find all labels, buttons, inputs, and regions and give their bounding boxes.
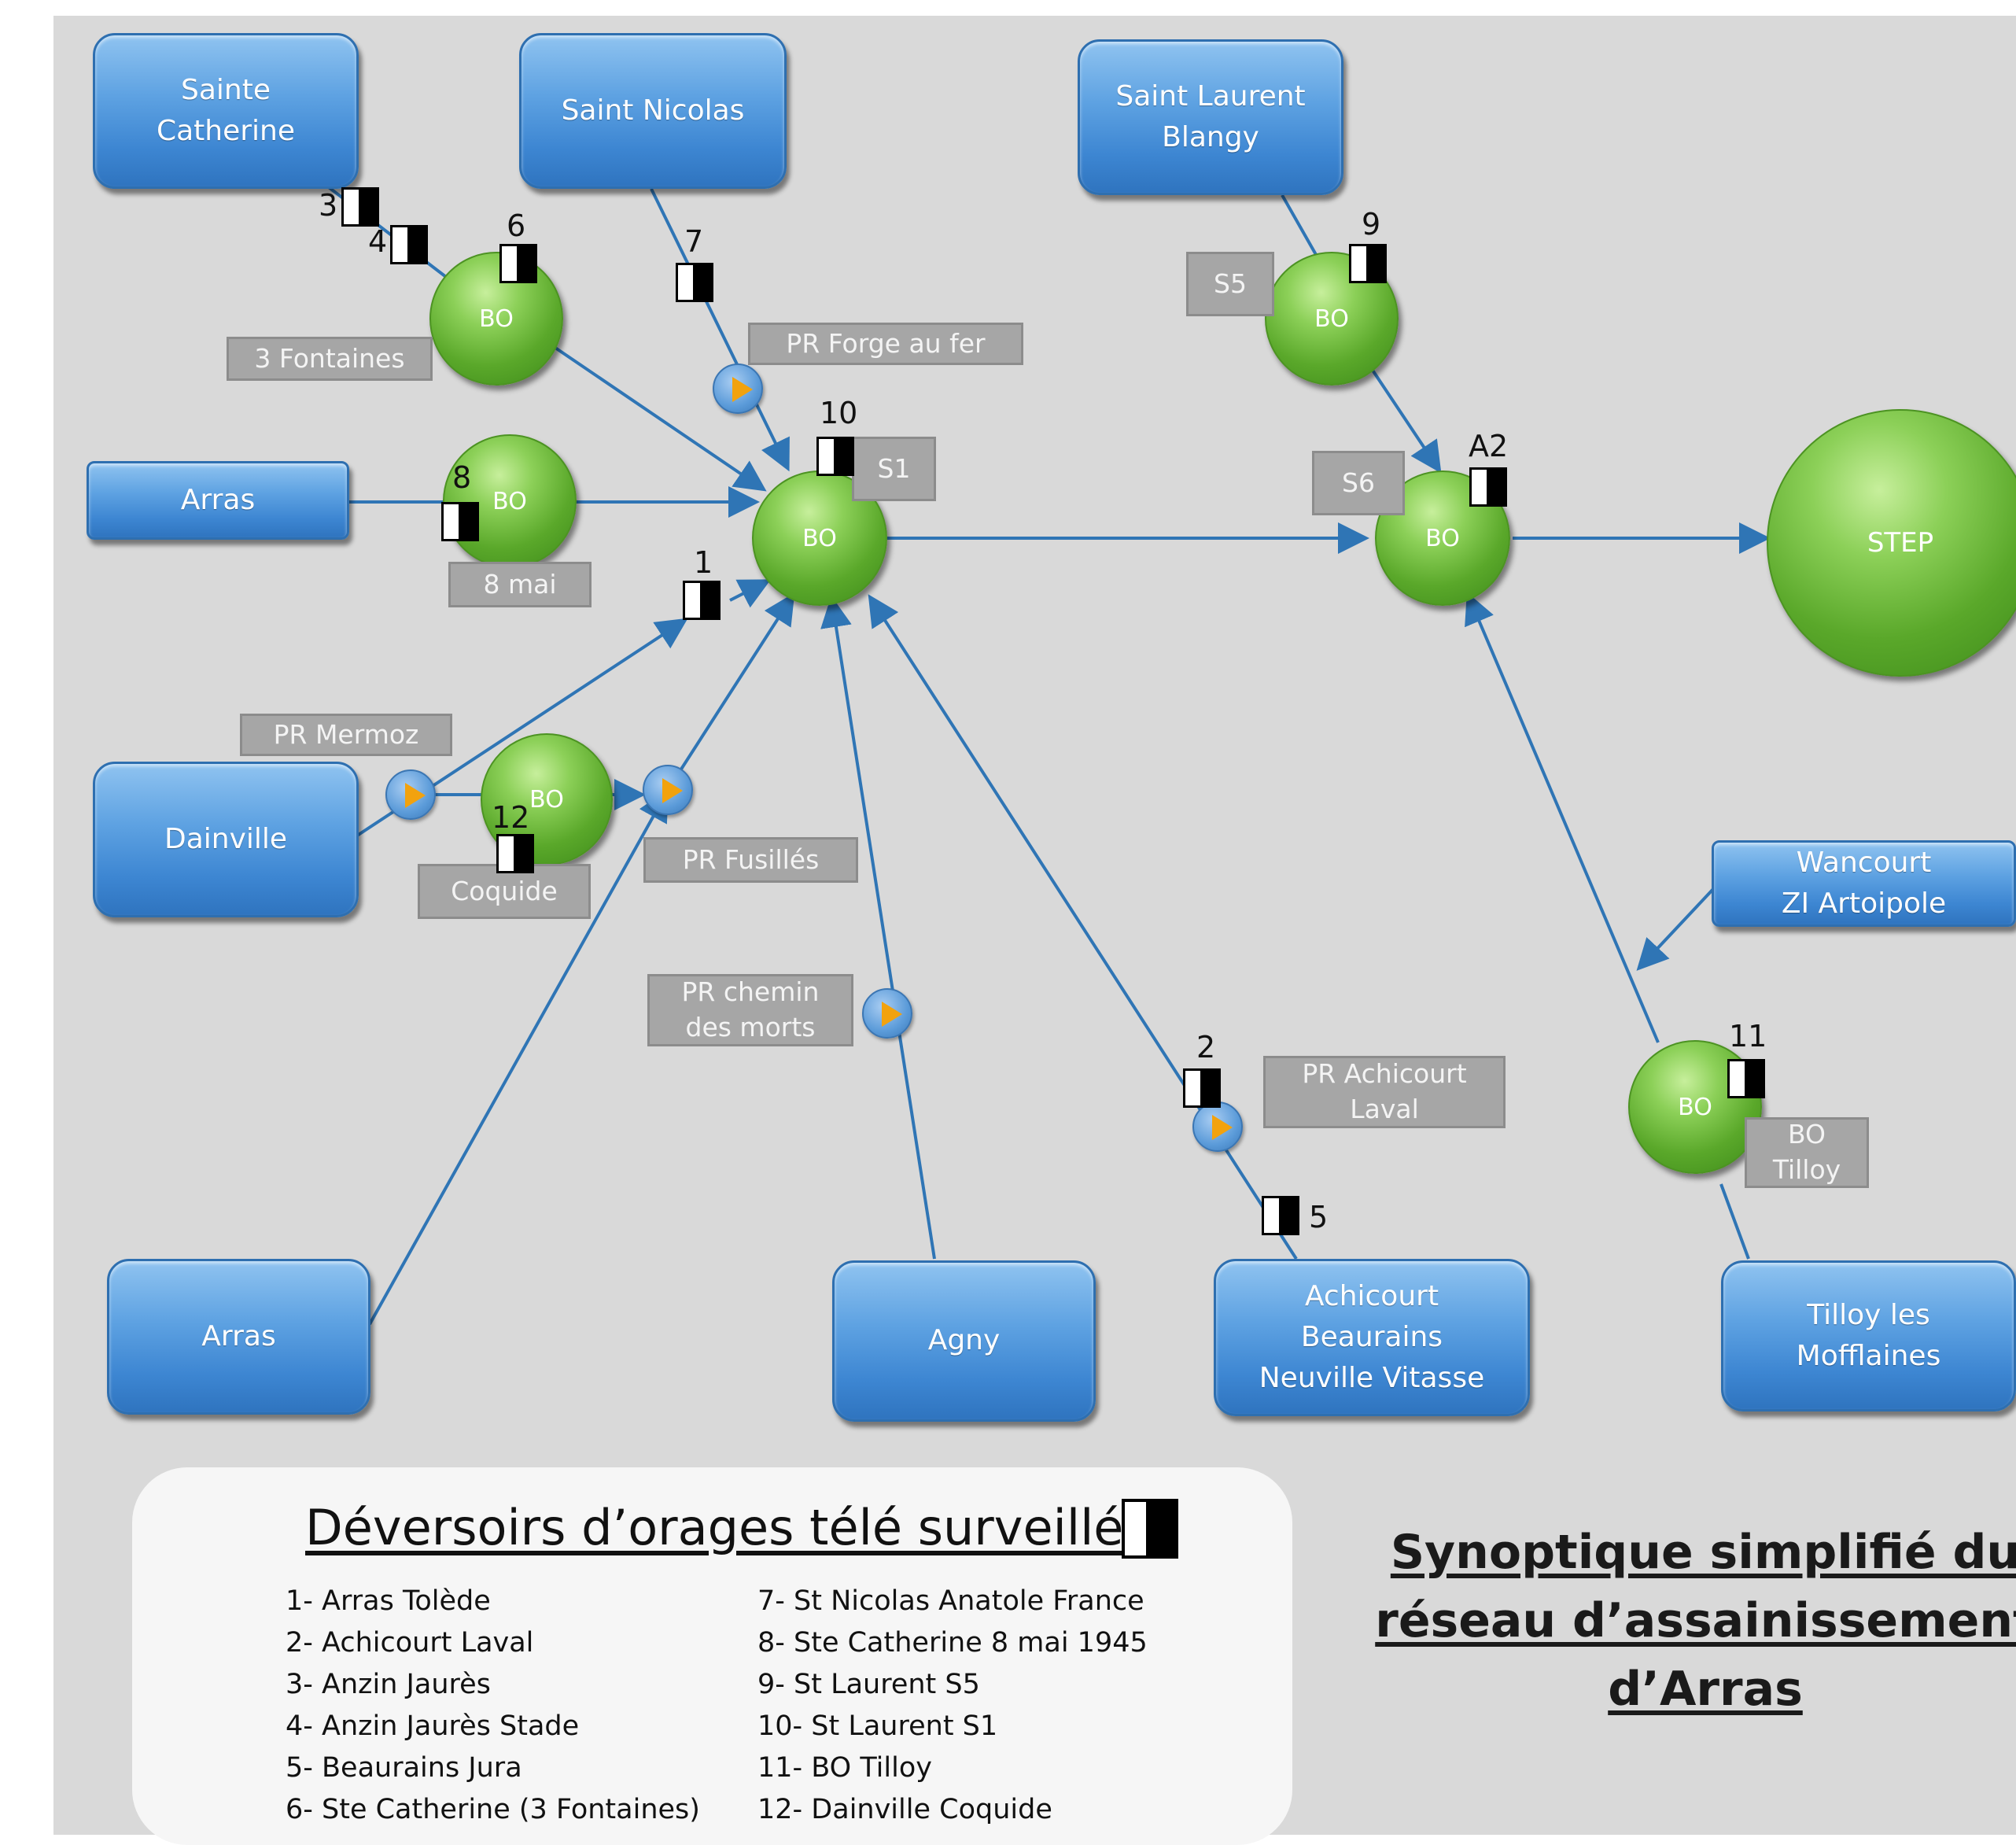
flow-line-wancourt [1636, 887, 1715, 971]
title-line-1: Synoptique simplifié du [1390, 1525, 2016, 1580]
flow-line-arras-bottom-main [368, 789, 669, 1325]
basin-bo-3-fontaines: BO [429, 252, 563, 386]
flow-line-weir1-main [729, 579, 772, 608]
label-3-fontaines: 3 Fontaines [227, 337, 433, 381]
weir-11-icon [1727, 1059, 1765, 1098]
label-pr-forge-au-fer: PR Forge au fer [748, 323, 1023, 365]
legend-item: 1- Arras Tolède [286, 1585, 491, 1617]
legend-item: 6- Ste Catherine (3 Fontaines) [286, 1794, 700, 1825]
node-saint-nicolas: Saint Nicolas [519, 33, 787, 189]
label-pr-chemin-des-morts: PR chemin des morts [647, 974, 853, 1046]
weir-10-icon [816, 437, 854, 476]
node-arras-top: Arras [87, 461, 349, 540]
legend-weir-icon [1122, 1499, 1178, 1559]
legend-item: 2- Achicourt Laval [286, 1627, 534, 1659]
diagram-title: Synoptique simplifié du réseau d’assaini… [1375, 1518, 2016, 1724]
pump-pr-forge-au-fer-icon [713, 363, 763, 414]
legend-item: 5- Beaurains Jura [286, 1752, 522, 1784]
weir-7-icon [676, 263, 713, 302]
node-wancourt-zi-artoipole: Wancourt ZI Artoipole [1712, 840, 2016, 927]
title-line-3: d’Arras [1608, 1662, 1803, 1717]
label-pr-achicourt-laval: PR Achicourt Laval [1263, 1056, 1506, 1128]
node-sainte-catherine: Sainte Catherine [93, 33, 359, 189]
title-line-2: réseau d’assainissement [1375, 1593, 2016, 1648]
legend-panel: Déversoirs d’orages télé surveillés 1- A… [132, 1467, 1292, 1845]
pump-pr-chemin-des-morts-icon [862, 988, 912, 1039]
node-agny: Agny [832, 1260, 1096, 1422]
weir-number-11: 11 [1729, 1019, 1767, 1053]
legend-item: 11- BO Tilloy [757, 1752, 932, 1784]
legend-list-right: 7- St Nicolas Anatole France 8- Ste Cath… [757, 1585, 1148, 1836]
legend-item: 8- Ste Catherine 8 mai 1945 [757, 1627, 1148, 1659]
flow-line-tilloy-bo11 [1719, 1183, 1750, 1260]
pump-pr-fusilles-icon [643, 765, 693, 815]
weir-2-icon [1183, 1068, 1221, 1108]
label-s1: S1 [852, 437, 936, 501]
label-bo-tilloy: BO Tilloy [1745, 1117, 1869, 1188]
basin-bo-8-mai: BO [443, 434, 577, 568]
label-pr-mermoz: PR Mermoz [240, 714, 452, 756]
weir-3-icon [341, 187, 379, 227]
legend-item: 4- Anzin Jaurès Stade [286, 1710, 580, 1742]
weir-number-7: 7 [684, 224, 704, 259]
weir-9-icon [1349, 244, 1387, 283]
flow-line-fusilles-main [673, 592, 795, 780]
weir-number-3: 3 [319, 188, 338, 223]
weir-number-1: 1 [694, 545, 713, 580]
weir-1-icon [683, 581, 721, 620]
flow-line-bo6-main [551, 345, 767, 492]
weir-12-icon [496, 834, 534, 873]
legend-item: 7- St Nicolas Anatole France [757, 1585, 1144, 1617]
weir-number-5: 5 [1309, 1200, 1329, 1234]
legend-title: Déversoirs d’orages télé surveillés [305, 1499, 1149, 1556]
flow-line-bo9-bo-a2 [1365, 360, 1442, 474]
weir-4-icon [390, 225, 428, 264]
pump-pr-achicourt-laval-icon [1192, 1101, 1243, 1152]
basin-step: STEP [1767, 409, 2016, 677]
weir-a2-icon [1469, 467, 1507, 507]
node-saint-laurent-blangy: Saint Laurent Blangy [1078, 39, 1343, 195]
diagram-canvas: Sainte Catherine Saint Nicolas Saint Lau… [53, 16, 2016, 1845]
flow-line-saint-nicolas-main [650, 188, 790, 472]
label-s6: S6 [1312, 451, 1405, 515]
node-achicourt-beaurains-neuville: Achicourt Beaurains Neuville Vitasse [1214, 1259, 1530, 1416]
legend-item: 3- Anzin Jaurès [286, 1669, 491, 1700]
weir-number-9: 9 [1362, 207, 1381, 242]
weir-6-icon [499, 244, 537, 283]
label-s5: S5 [1186, 252, 1274, 316]
weir-number-2: 2 [1196, 1030, 1216, 1065]
legend-item: 10- St Laurent S1 [757, 1710, 998, 1742]
node-arras-bottom: Arras [107, 1259, 370, 1415]
legend-list-left: 1- Arras Tolède 2- Achicourt Laval 3- An… [286, 1585, 700, 1836]
legend-item: 12- Dainville Coquide [757, 1794, 1052, 1825]
weir-number-4: 4 [368, 224, 388, 259]
weir-number-12: 12 [492, 800, 530, 835]
weir-5-icon [1262, 1196, 1299, 1235]
weir-8-icon [441, 502, 479, 541]
flow-line-bo11-bo-a2 [1465, 592, 1660, 1043]
flow-line-agny-main [820, 596, 936, 1260]
label-pr-fusilles: PR Fusillés [643, 837, 858, 883]
flow-line-achicourt-main [868, 594, 1298, 1260]
pump-pr-mermoz-icon [385, 769, 436, 820]
legend-item: 9- St Laurent S5 [757, 1669, 980, 1700]
weir-number-8: 8 [452, 460, 472, 495]
node-tilloy-les-mofflaines: Tilloy les Mofflaines [1721, 1260, 2016, 1411]
weir-number-10: 10 [820, 396, 858, 430]
weir-number-6: 6 [507, 208, 526, 243]
label-8-mai: 8 mai [448, 562, 592, 607]
weir-number-a2: A2 [1469, 429, 1509, 463]
node-dainville: Dainville [93, 762, 359, 917]
